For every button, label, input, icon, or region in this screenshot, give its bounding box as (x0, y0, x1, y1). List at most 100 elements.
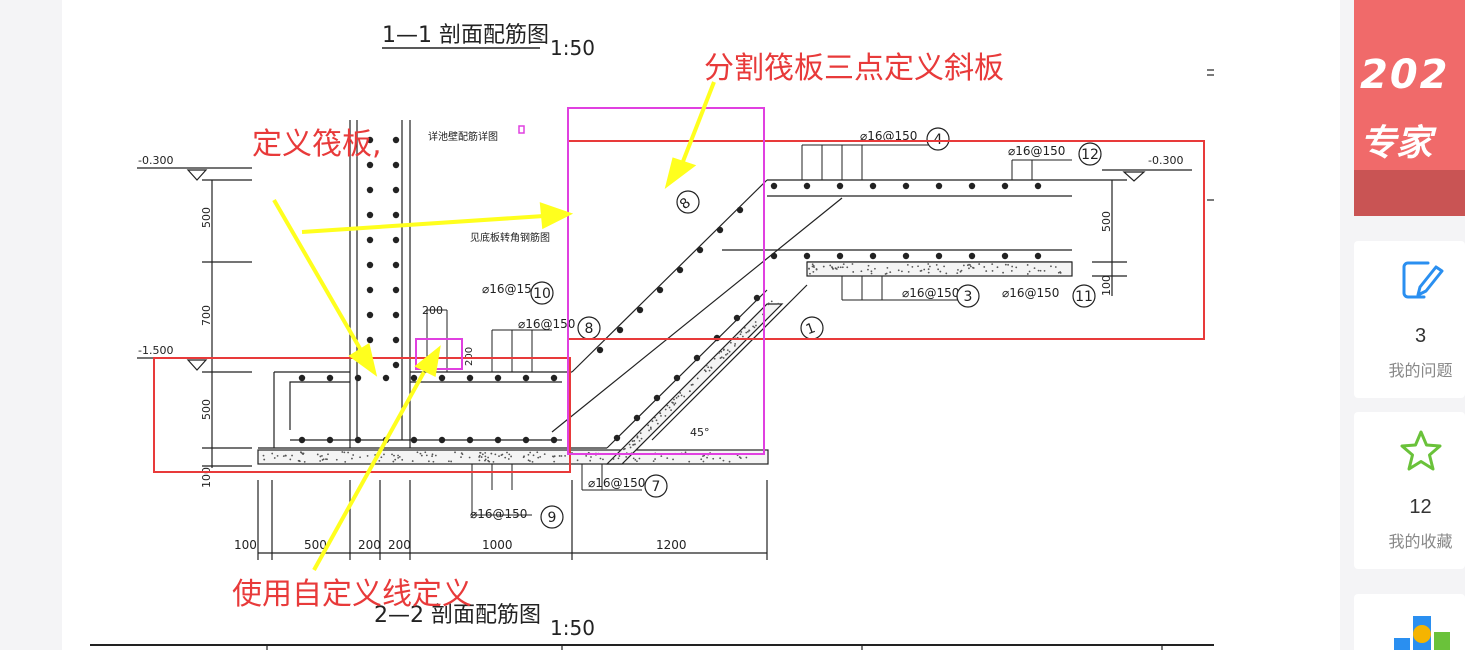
rebar-dot (616, 326, 624, 334)
rebar-number: 8 (585, 321, 594, 337)
note-floor-corner: 见底板转角钢筋图 (470, 231, 550, 244)
rebar-spec-label: ⌀16@150 (902, 286, 959, 300)
annotation-define-raft: 定义筏板, (252, 127, 382, 162)
right-sidebar: 202 专家 3 我的问题 12 我的收藏 (1340, 0, 1465, 650)
elevation-left-top: -0.300 (138, 154, 173, 167)
rebar-dot (803, 252, 811, 260)
rebar-number-circle (644, 474, 668, 498)
rebar-dot (366, 311, 374, 319)
arrow-define-raft-down (272, 198, 364, 354)
rebar-dot (716, 226, 724, 234)
rebar-dot (494, 436, 502, 444)
my-favorites-count: 12 (1409, 496, 1432, 518)
rebar-dot (466, 374, 474, 382)
rebar-dot (392, 186, 400, 194)
dim-right-100: 100 (1100, 275, 1113, 296)
rebar-dot (733, 314, 741, 322)
rebar-section-drawing: 1—1 剖面配筋图 1:50 2—2 剖面配筋图 1:50 详池壁配筋详图 见底… (90, 23, 1214, 650)
promo-banner[interactable]: 202 专家 (1354, 0, 1465, 216)
rebar-dot (736, 206, 744, 214)
dim-bottom-500: 500 (304, 538, 327, 552)
rebar-dot (770, 252, 778, 260)
rebar-dot (653, 394, 661, 402)
my-questions-label: 我的问题 (1388, 361, 1453, 380)
rebar-dot (392, 211, 400, 219)
rebar-dot (392, 261, 400, 269)
rebar-dot (466, 436, 474, 444)
rank-card[interactable] (1354, 594, 1465, 650)
rebar-dot (366, 261, 374, 269)
rebar-number-circle (1072, 284, 1096, 308)
rebar-dot (935, 252, 943, 260)
rebar-dot (676, 266, 684, 274)
rebar-dot (410, 436, 418, 444)
banner-strip (1354, 170, 1465, 216)
rebar-dot (673, 374, 681, 382)
rebar-dot (869, 182, 877, 190)
rebar-number-circle (530, 281, 554, 305)
rebar-dot (438, 374, 446, 382)
rebar-dot (550, 374, 558, 382)
rebar-dot (836, 182, 844, 190)
dim-bottom-100: 100 (234, 538, 257, 552)
banner-text-year: 202 (1360, 52, 1450, 98)
rebar-dot (613, 434, 621, 442)
arrow-define-raft-right (301, 214, 545, 234)
rebar-dot (298, 374, 306, 382)
my-favorites-label: 我的收藏 (1388, 532, 1453, 551)
dim-bottom-200b: 200 (388, 538, 411, 552)
rebar-dot (935, 182, 943, 190)
rebar-dot (392, 236, 400, 244)
rebar-dot (382, 374, 390, 382)
rebar-number-circle (540, 505, 564, 529)
rebar-dot (902, 252, 910, 260)
rebar-dot (1034, 252, 1042, 260)
rebar-dot (522, 436, 530, 444)
document-area: 1—1 剖面配筋图 1:50 2—2 剖面配筋图 1:50 详池壁配筋详图 见底… (62, 0, 1340, 650)
my-questions-count: 3 (1414, 325, 1427, 347)
rebar-number-circle (676, 190, 700, 214)
rebar-number: 7 (652, 479, 661, 495)
rebar-spec-label: ⌀16@150 (860, 129, 917, 143)
rebar-number: 10 (533, 286, 551, 302)
rebar-number: 12 (1081, 147, 1099, 163)
banner-text-expert: 专家 (1360, 123, 1433, 164)
dim-200-top: 200 (422, 304, 443, 317)
rebar-dot (753, 294, 761, 302)
rebar-dot (696, 246, 704, 254)
rebar-dot (366, 186, 374, 194)
rebar-dot (392, 361, 400, 369)
note-pool-wall: 详池壁配筋详图 (428, 130, 498, 143)
rebar-spec-label: ⌀16@150 (1002, 286, 1059, 300)
rebar-dot (803, 182, 811, 190)
rebar-dot (366, 236, 374, 244)
rebar-dot (836, 252, 844, 260)
annotation-custom-line: 使用自定义线定义 (232, 577, 472, 612)
dim-right-500: 500 (1100, 211, 1113, 232)
star-icon (1400, 430, 1442, 471)
small-marker-box (518, 125, 525, 134)
my-questions-card[interactable]: 3 我的问题 (1354, 241, 1465, 398)
rebar-dot (366, 286, 374, 294)
rebar-dot (366, 161, 374, 169)
rebar-spec-label: ⌀16@150 (588, 476, 645, 490)
rebar-dot (366, 136, 374, 144)
dim-left-500a: 500 (200, 207, 213, 228)
rebar-number-circle (926, 127, 950, 151)
dim-bottom-1000: 1000 (482, 538, 513, 552)
rebar-dot (1001, 182, 1009, 190)
rebar-dot (902, 182, 910, 190)
rebar-dot (968, 182, 976, 190)
my-favorites-card[interactable]: 12 我的收藏 (1354, 412, 1465, 569)
dim-left-100: 100 (200, 467, 213, 488)
arrow-split-raft (680, 81, 716, 165)
section-title-1: 1—1 剖面配筋图 (382, 23, 549, 48)
rebar-number: 9 (548, 510, 557, 526)
dim-left-700: 700 (200, 305, 213, 326)
rebar-number-circle (1078, 142, 1102, 166)
rebar-dot (354, 436, 362, 444)
rebar-dot (354, 374, 362, 382)
rebar-dot (392, 336, 400, 344)
rebar-spec-label: ⌀16@150 (1008, 144, 1065, 158)
rebar-dot (494, 374, 502, 382)
